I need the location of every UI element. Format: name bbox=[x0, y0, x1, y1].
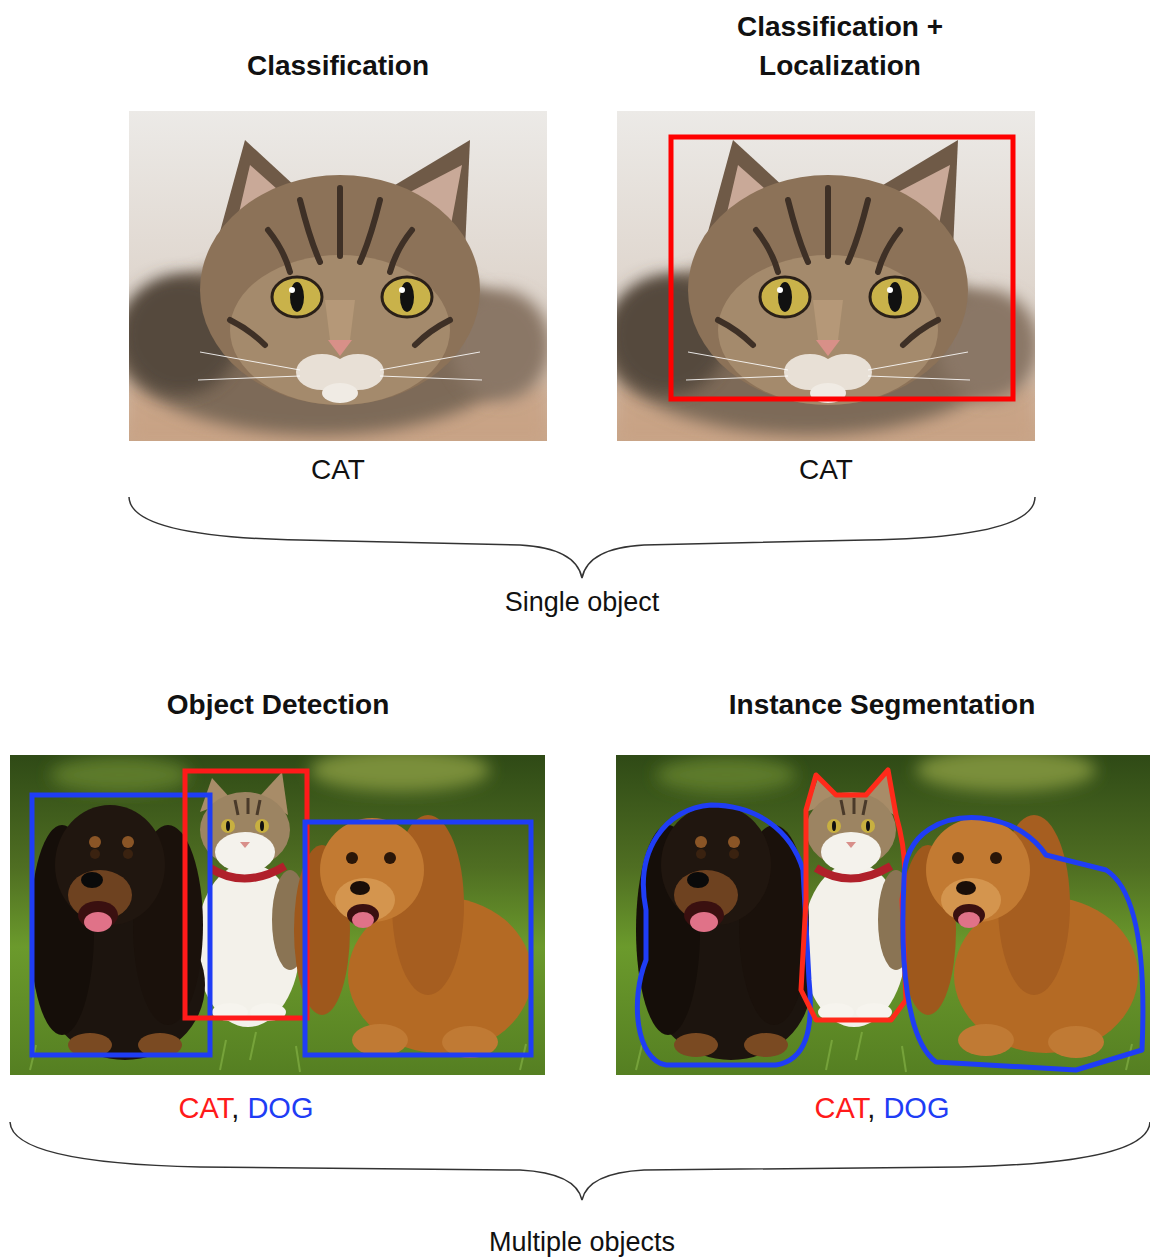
label-row: CAT,DOG bbox=[815, 1088, 950, 1129]
caption-text: Multiple objects bbox=[489, 1227, 675, 1257]
caption-text: Single object bbox=[505, 587, 660, 617]
class-label: DOG bbox=[247, 1092, 313, 1124]
label-row: Classification bbox=[247, 46, 429, 85]
label-row: Classification + Localization bbox=[720, 7, 960, 85]
caption-text: Object Detection bbox=[167, 689, 389, 720]
caption-text: Instance Segmentation bbox=[729, 689, 1036, 720]
class-label: CAT bbox=[815, 1092, 868, 1124]
label-row: Multiple objects bbox=[489, 1224, 675, 1260]
caption-text: Classification bbox=[247, 50, 429, 81]
label-row: CAT bbox=[799, 450, 853, 489]
label-row: CAT bbox=[311, 450, 365, 489]
class-label: , bbox=[867, 1092, 875, 1124]
caption-text: CAT bbox=[799, 454, 853, 485]
pets-photo bbox=[616, 748, 1150, 1075]
brace bbox=[129, 497, 1035, 578]
label-row: Single object bbox=[505, 584, 660, 622]
bounding-box bbox=[671, 137, 1013, 399]
label-row: Instance Segmentation bbox=[729, 685, 1036, 724]
segmentation-masks bbox=[637, 770, 1143, 1070]
class-label: DOG bbox=[883, 1092, 949, 1124]
label-row: Object Detection bbox=[167, 685, 389, 724]
class-label: , bbox=[231, 1092, 239, 1124]
pets-photo bbox=[10, 755, 545, 1075]
label-row: CAT,DOG bbox=[179, 1088, 314, 1129]
caption-text: Classification + Localization bbox=[737, 11, 943, 81]
bounding-boxes bbox=[32, 771, 531, 1055]
cat-photo bbox=[129, 111, 547, 441]
brace bbox=[10, 1122, 1150, 1200]
class-label: CAT bbox=[179, 1092, 232, 1124]
caption-text: CAT bbox=[311, 454, 365, 485]
cat-photo bbox=[603, 111, 1038, 441]
